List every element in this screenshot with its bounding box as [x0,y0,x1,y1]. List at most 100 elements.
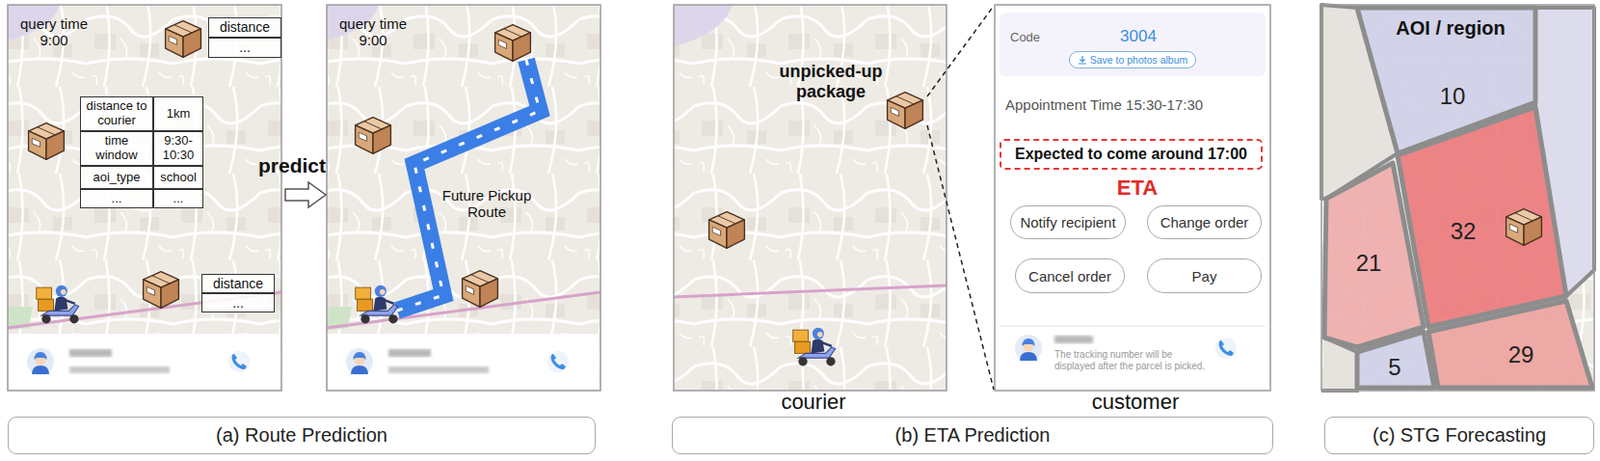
table-cell: ... [208,37,282,58]
label-text: Future Pickup Route [442,186,533,220]
package-icon [143,271,180,309]
action-button: Notify recipient [1010,205,1126,240]
map-a-right [326,4,601,391]
map-a-left [7,4,282,391]
cell-text: aoi_type [92,170,140,186]
label-text: courier [780,389,846,414]
text-label: Future Pickup Route [438,186,535,221]
map-frame [673,4,947,391]
map-panel [1321,4,1595,391]
pickup-route [397,59,540,311]
cell-text: 1km [166,106,191,122]
text-label: courier [765,389,862,414]
box-text: Expected to come around 17:00 [1014,145,1248,163]
box-text: (a) Route Prediction [215,424,388,447]
region-polygon [1357,331,1435,388]
table-cell: time window [80,131,154,166]
phone-screen [994,4,1271,391]
table-cell: 1km [153,96,204,132]
text-label: Code [1010,30,1068,46]
table-cell: school [153,165,204,189]
package-icon [28,123,65,160]
aoi-region: 29 [1428,300,1593,388]
region-number: 5 [1387,353,1401,381]
table-cell: distance [201,273,275,294]
box-text: Notify recipient [1019,213,1116,231]
cell-text: 9:30-10:30 [156,133,201,163]
cell-text: distance [219,19,270,35]
text-label: 3004 [1108,26,1169,47]
cell-text: ... [232,294,244,311]
table-cell: 9:30-10:30 [153,131,204,166]
map-panel [673,4,947,391]
cell-text: ... [173,191,185,207]
box-text: (c) STG Forecasting [1372,424,1547,447]
box-text: (b) ETA Prediction [895,424,1051,447]
region-polygon [1397,106,1567,327]
code-panel [999,12,1266,77]
aoi-region: 5 [1357,331,1435,388]
package-icon [887,92,924,130]
cell-text: time window [82,133,151,163]
text-label: ETA [1106,175,1169,200]
caption-box: (b) ETA Prediction [671,416,1274,454]
cell-text: school [160,170,197,186]
cell-text: distance [213,275,264,292]
label-text: ETA [1117,175,1158,200]
text-label: The tracking number will be displayed af… [1054,348,1209,372]
map-park-purple [673,4,733,47]
route-chevrons [397,59,540,311]
caption-box: (c) STG Forecasting [1324,416,1595,454]
cell-text: distance to courier [82,99,151,129]
courier-avatar [1014,334,1042,362]
label-text: query time 9:00 [20,15,88,49]
box-text: Pay [1192,267,1218,285]
predict-arrow [285,182,326,208]
label-text: query time 9:00 [339,15,407,49]
table-cell: ... [153,188,204,209]
text-label: customer [1087,389,1184,414]
region-number: 29 [1508,341,1535,369]
label-text: Appointment Time 15:30-17:30 [1005,96,1203,113]
table-cell: ... [201,293,275,313]
label-text: AOI / region [1395,17,1505,39]
eta-box: Expected to come around 17:00 [999,138,1263,170]
courier-icon [36,285,80,324]
courier-icon [355,285,399,324]
region-number: 32 [1450,217,1477,245]
package-icon [165,21,202,58]
package-icon [495,25,532,62]
package-icon [1506,209,1543,246]
label-text: 3004 [1120,26,1157,46]
table-cell: distance [208,17,282,38]
package-icon [355,117,392,155]
text-label: unpicked-up package [768,61,894,102]
zoom-lines [927,5,994,390]
region-number: 10 [1440,82,1467,110]
box-text: Change order [1160,213,1250,231]
region-polygon [1428,300,1593,388]
text-label: predict [252,154,332,178]
table-cell: distance to courier [80,96,154,132]
table-cell: aoi_type [80,165,154,189]
cell-text: ... [239,39,251,55]
text-label: Appointment Time 15:30-17:30 [1005,96,1264,113]
download-icon [1077,54,1088,65]
text-label: query time 9:00 [332,15,414,50]
label-text: customer [1092,389,1179,414]
box-text: Cancel order [1028,267,1112,285]
label-text: Code [1010,29,1040,45]
package-icon [462,270,499,308]
cell-text: ... [111,191,123,207]
label-text: unpicked-up package [779,61,883,102]
box-text: Save to photos album [1090,53,1189,66]
table-cell: ... [80,188,154,209]
courier-icon [793,327,836,367]
action-button: Cancel order [1014,258,1125,294]
map-frame [1321,4,1595,391]
save-pill: Save to photos album [1068,51,1198,69]
region-number: 21 [1356,249,1383,277]
action-button: Change order [1146,205,1262,240]
map-road [673,285,947,297]
separator [999,324,1266,327]
